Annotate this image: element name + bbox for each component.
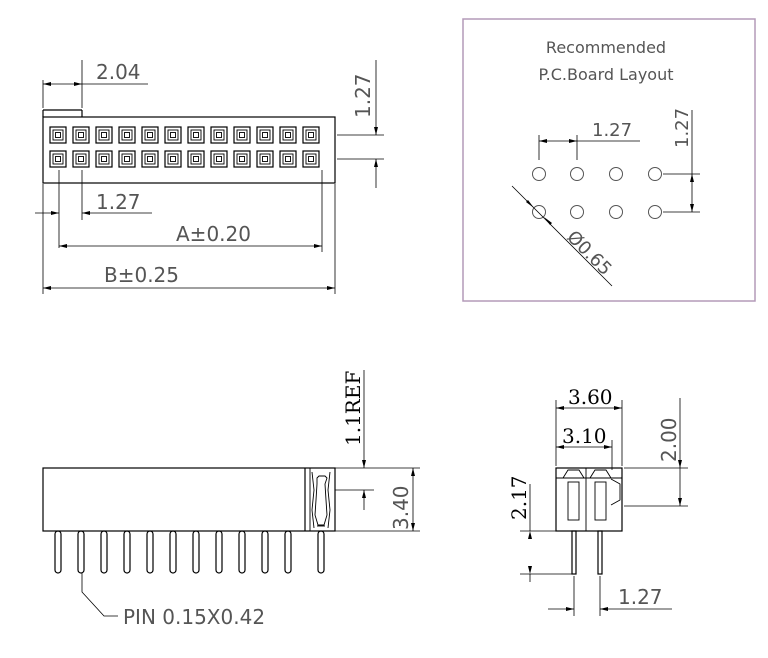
- dim-height-label: 3.40: [389, 485, 413, 530]
- connector-body-top: [42, 116, 336, 184]
- pin-row: [54, 530, 325, 574]
- pcb-pitch-v-label: 1.27: [672, 108, 693, 148]
- dim-a-label: A±0.20: [176, 222, 251, 246]
- dim-pitch-label: 1.27: [618, 585, 663, 609]
- pcb-title-line1: Recommended: [546, 38, 666, 57]
- contact-grid: [49, 126, 320, 168]
- dim-1-27-bottom-label: 1.27: [96, 190, 141, 214]
- pcb-hole-dia-label: Ø0.65: [562, 227, 615, 280]
- side-body: [42, 467, 336, 532]
- end-view: 3.60 3.10 2.00 2.17 1.27: [507, 385, 688, 616]
- dim-ref-label: 1.1REF: [341, 371, 365, 446]
- pcb-pitch-h-label: 1.27: [592, 120, 632, 141]
- pin-note-label: PIN 0.15X0.42: [123, 605, 265, 629]
- dim-1-27-right-label: 1.27: [351, 73, 375, 118]
- dim-b-label: B±0.25: [104, 263, 179, 287]
- pcb-title-line2: P.C.Board Layout: [539, 65, 674, 84]
- pcb-hole-pattern: [532, 167, 662, 219]
- pcb-layout-border: [462, 18, 756, 302]
- dim-2-17-label: 2.17: [507, 475, 531, 520]
- dim-inner-label: 3.10: [562, 424, 607, 448]
- side-view: 1.1REF 3.40 PIN 0.15X0.42: [42, 370, 420, 629]
- end-body: [555, 467, 623, 532]
- dim-2-04-label: 2.04: [96, 60, 141, 84]
- pcb-layout-panel: Recommended P.C.Board Layout 1.27 1.27 Ø…: [462, 18, 756, 302]
- dim-2-00-label: 2.00: [657, 417, 681, 462]
- dim-width-label: 3.60: [568, 385, 613, 409]
- top-view: 2.04 1.27 1.27 A±0.20 B±0.25: [35, 60, 384, 294]
